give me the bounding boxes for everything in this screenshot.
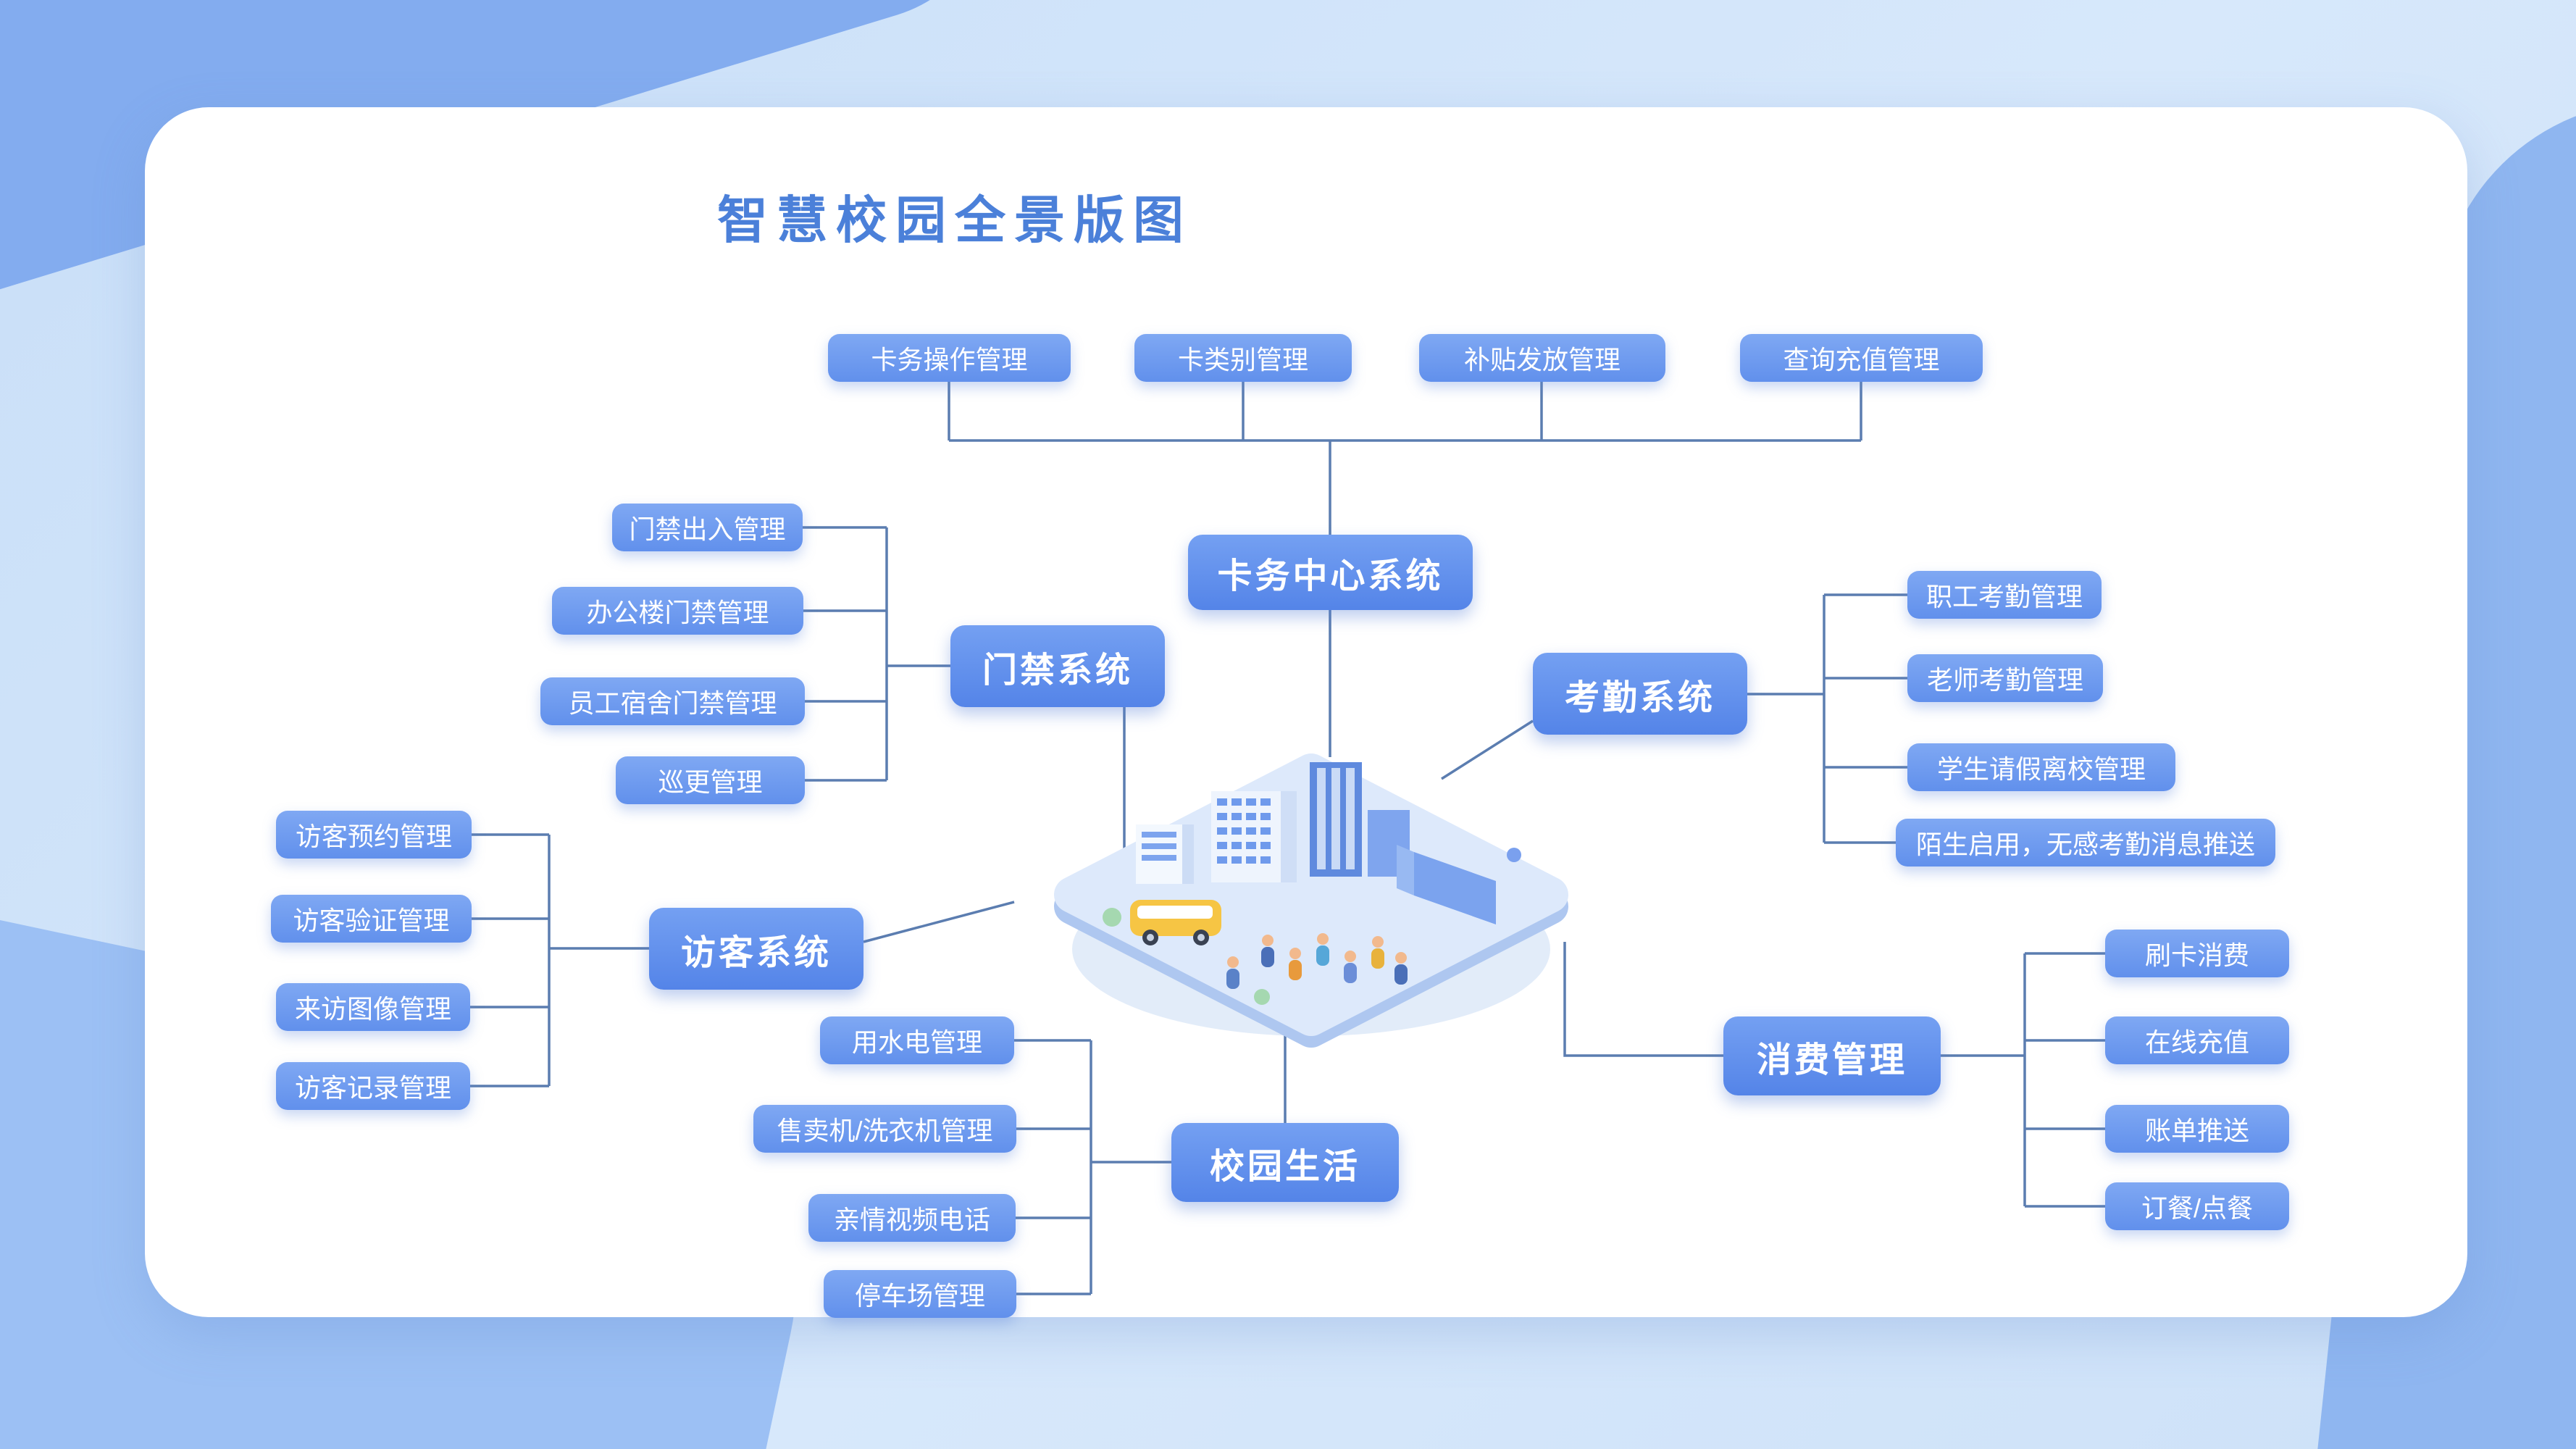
- node-patrol-mgmt: 巡更管理: [616, 756, 805, 804]
- node-card-operation-mgmt: 卡务操作管理: [828, 334, 1071, 382]
- map-dot: [1507, 848, 1521, 862]
- node-access-entry-mgmt: 门禁出入管理: [612, 504, 803, 551]
- node-attendance-system: 考勤系统: [1533, 653, 1747, 735]
- node-utilities-mgmt: 用水电管理: [820, 1016, 1014, 1064]
- page-title: 智慧校园全景版图: [717, 192, 1192, 249]
- campus-illustration: [1054, 753, 1568, 1048]
- node-visitor-verification-mgmt: 访客验证管理: [271, 895, 472, 943]
- node-bill-push: 账单推送: [2105, 1105, 2289, 1153]
- bush-icon: [1103, 908, 1121, 927]
- node-access-system: 门禁系统: [950, 625, 1165, 707]
- node-meal-order: 订餐/点餐: [2105, 1182, 2289, 1230]
- node-vending-laundry-mgmt: 售卖机/洗衣机管理: [753, 1105, 1016, 1153]
- node-campus-life: 校园生活: [1171, 1123, 1399, 1202]
- node-query-recharge-mgmt: 查询充值管理: [1740, 334, 1983, 382]
- node-parking-mgmt: 停车场管理: [824, 1270, 1016, 1318]
- node-teacher-attendance-mgmt: 老师考勤管理: [1907, 654, 2103, 702]
- buildings-icon: [1136, 762, 1496, 924]
- school-bus-icon: [1130, 900, 1221, 945]
- node-dorm-access-mgmt: 员工宿舍门禁管理: [540, 677, 805, 725]
- node-subsidy-mgmt: 补贴发放管理: [1419, 334, 1665, 382]
- node-visitor-system: 访客系统: [649, 908, 863, 990]
- node-visitor-image-mgmt: 来访图像管理: [276, 983, 470, 1031]
- node-visitor-appointment-mgmt: 访客预约管理: [276, 811, 472, 859]
- node-consumption-mgmt: 消费管理: [1723, 1016, 1941, 1095]
- node-visitor-record-mgmt: 访客记录管理: [276, 1062, 470, 1110]
- node-attendance-push-notice: 陌生启用，无感考勤消息推送: [1896, 819, 2275, 867]
- node-card-payment: 刷卡消费: [2105, 930, 2289, 977]
- node-card-center-system: 卡务中心系统: [1188, 535, 1473, 610]
- node-student-leave-mgmt: 学生请假离校管理: [1907, 743, 2175, 791]
- node-family-video-call: 亲情视频电话: [808, 1194, 1016, 1242]
- node-online-recharge: 在线充值: [2105, 1016, 2289, 1064]
- people-icons: [1226, 933, 1408, 989]
- bush-icon: [1254, 989, 1270, 1005]
- node-office-access-mgmt: 办公楼门禁管理: [552, 587, 803, 635]
- node-card-type-mgmt: 卡类别管理: [1134, 334, 1352, 382]
- node-staff-attendance-mgmt: 职工考勤管理: [1907, 571, 2102, 619]
